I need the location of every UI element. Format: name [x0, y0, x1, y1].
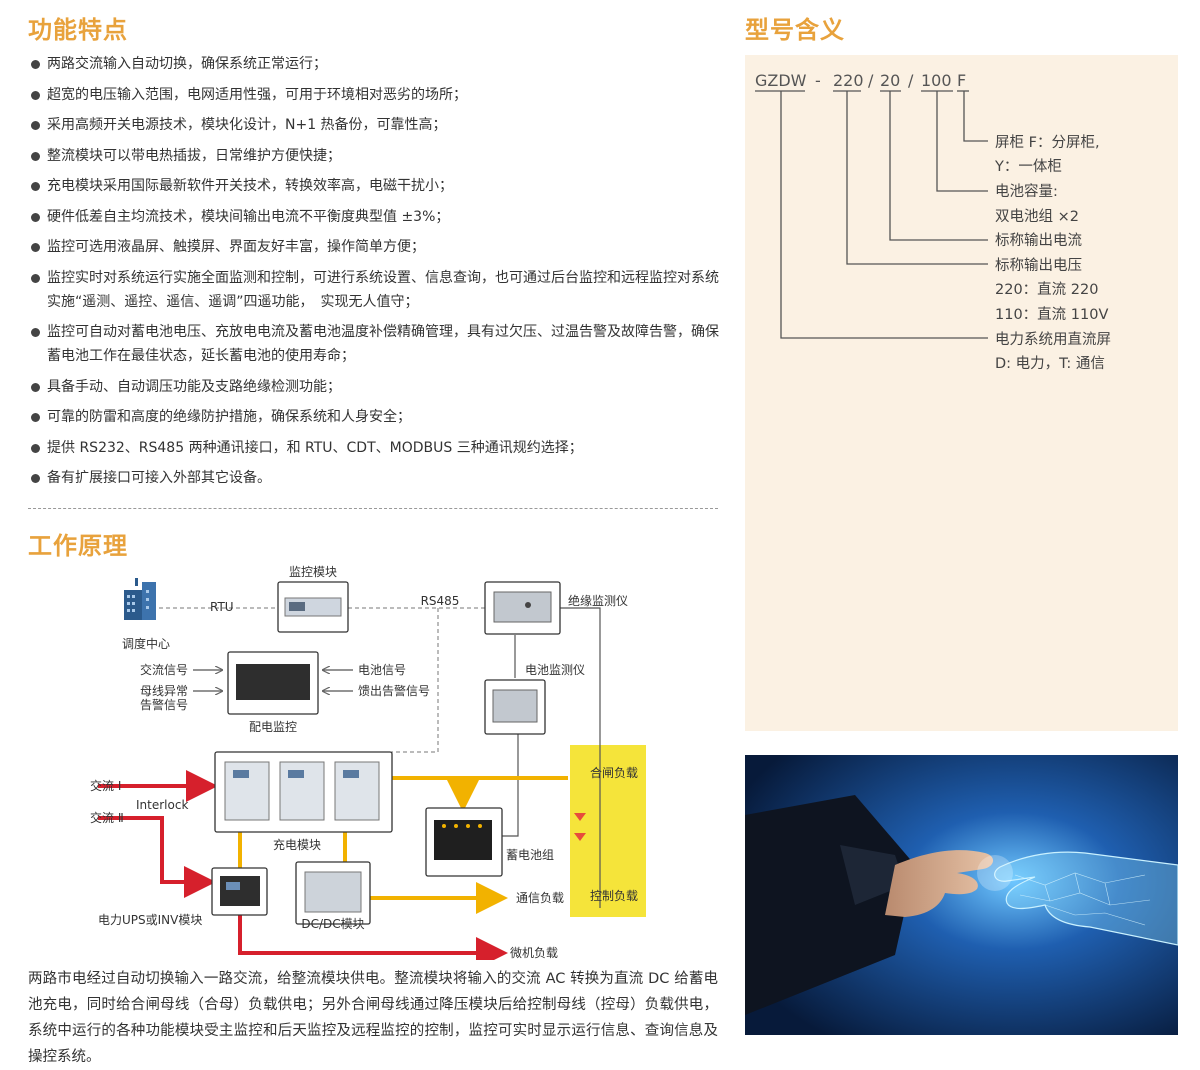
- label-charge-module: 充电模块: [273, 837, 321, 852]
- model-line: 双电池组 ×2: [995, 208, 1079, 225]
- handshake-digital-hand-image: [745, 755, 1178, 1035]
- model-code-current: 20: [880, 71, 900, 90]
- feature-list: 两路交流输入自动切换，确保系统正常运行； 超宽的电压输入范围，电网适用性强，可用…: [30, 52, 730, 497]
- model-meaning-panel: GZDW - 220 / 20 / 100 F 屏柜 F：分屏柜, Y：一体柜 …: [745, 55, 1178, 731]
- label-dispatch: 调度中心: [122, 636, 170, 651]
- ups-device-icon: [220, 876, 260, 906]
- model-line: 110：直流 110V: [995, 306, 1108, 323]
- label-ac2: 交流 Ⅱ: [90, 810, 124, 825]
- model-line: 屏柜 F：分屏柜,: [995, 134, 1100, 151]
- section-divider: [28, 508, 718, 509]
- dcdc-device-icon: [304, 871, 362, 913]
- model-line: 电力系统用直流屏: [995, 331, 1111, 348]
- label-ac1: 交流 Ⅰ: [90, 778, 121, 793]
- feature-item: 整流模块可以带电热插拔，日常维护方便快捷；: [30, 144, 730, 168]
- feature-item: 两路交流输入自动切换，确保系统正常运行；: [30, 52, 730, 76]
- label-battery-signal: 电池信号: [358, 663, 406, 677]
- model-line: 标称输出电流: [995, 232, 1082, 249]
- model-line: Y：一体柜: [994, 158, 1062, 175]
- label-dist-monitor: 配电监控: [249, 720, 297, 734]
- feature-item: 采用高频开关电源技术，模块化设计，N+1 热备份，可靠性高；: [30, 113, 730, 137]
- model-line: D: 电力，T: 通信: [995, 355, 1105, 372]
- feature-item: 监控可选用液晶屏、触摸屏、界面友好丰富，操作简单方便；: [30, 235, 730, 259]
- model-line: 标称输出电压: [995, 257, 1082, 274]
- label-bus-abnormal: 母线异常: [140, 684, 188, 698]
- model-line: 电池容量:: [995, 183, 1058, 200]
- feature-item: 具备手动、自动调压功能及支路绝缘检测功能；: [30, 375, 730, 399]
- feature-item: 硬件低差自主均流技术，模块间输出电流不平衡度典型值 ±3%；: [30, 205, 730, 229]
- model-code-slash: /: [868, 71, 874, 90]
- label-monitor: 监控模块: [289, 565, 337, 579]
- label-alarm-signal: 告警信号: [140, 697, 188, 712]
- model-title: 型号含义: [745, 16, 845, 44]
- insulation-device-icon: [493, 591, 552, 623]
- building-icon: [124, 578, 156, 620]
- principle-title: 工作原理: [28, 532, 128, 560]
- principle-description: 两路市电经过自动切换输入一路交流，给整流模块供电。整流模块将输入的交流 AC 转…: [28, 971, 718, 1065]
- model-line: 220：直流 220: [995, 281, 1098, 298]
- model-code-capacity: 100: [921, 71, 952, 90]
- features-title: 功能特点: [28, 16, 128, 44]
- label-battery-monitor: 电池监测仪: [525, 663, 585, 677]
- charge-module-icons: [224, 761, 380, 821]
- label-micro-load: 微机负载: [510, 946, 558, 960]
- model-code-gzdw: GZDW: [755, 71, 807, 90]
- battery-monitor-device-icon: [492, 689, 538, 723]
- feature-item: 备有扩展接口可接入外部其它设备。: [30, 466, 730, 490]
- model-code-cabinet: F: [957, 71, 966, 90]
- label-rs485: RS485: [421, 594, 460, 608]
- label-interlock: Interlock: [136, 798, 188, 812]
- model-code-diagram: GZDW - 220 / 20 / 100 F 屏柜 F：分屏柜, Y：一体柜 …: [755, 71, 1111, 372]
- model-code-dash: -: [815, 71, 821, 90]
- distribution-monitor-device-icon: [236, 664, 310, 700]
- label-ups: 电力UPS或INV模块: [98, 913, 202, 927]
- dc-bus-bar: [570, 745, 646, 917]
- feature-item: 提供 RS232、RS485 两种通讯接口，和 RTU、CDT、MODBUS 三…: [30, 436, 730, 460]
- label-comm-load: 通信负载: [516, 891, 564, 905]
- feature-item: 超宽的电压输入范围，电网适用性强，可用于环境相对恶劣的场所；: [30, 83, 730, 107]
- feature-item: 监控可自动对蓄电池电压、充放电电流及蓄电池温度补偿精确管理，具有过欠压、过温告警…: [30, 320, 730, 368]
- label-dcdc: DC/DC模块: [301, 917, 364, 931]
- working-principle-diagram: 监控模块 RTU 调度中心 RS485 绝缘监测仪 电池监测仪 交流信号 母线异…: [90, 565, 646, 960]
- label-insulation: 绝缘监测仪: [568, 593, 628, 608]
- feature-item: 监控实时对系统运行实施全面监测和控制，可进行系统设置、信息查询，也可通过后台监控…: [30, 266, 730, 314]
- feature-item: 可靠的防雷和高度的绝缘防护措施，确保系统和人身安全；: [30, 405, 730, 429]
- label-rtu: RTU: [210, 600, 234, 614]
- label-control-load: 控制负载: [590, 889, 638, 903]
- model-code-voltage: 220: [833, 71, 864, 90]
- label-ac-signal: 交流信号: [140, 662, 188, 677]
- model-code-slash: /: [908, 71, 914, 90]
- label-feeder-alarm: 馈出告警信号: [358, 683, 430, 698]
- label-closing-load: 合闸负载: [590, 765, 638, 780]
- feature-item: 充电模块采用国际最新软件开关技术，转换效率高，电磁干扰小；: [30, 174, 730, 198]
- label-battery-group: 蓄电池组: [506, 848, 554, 862]
